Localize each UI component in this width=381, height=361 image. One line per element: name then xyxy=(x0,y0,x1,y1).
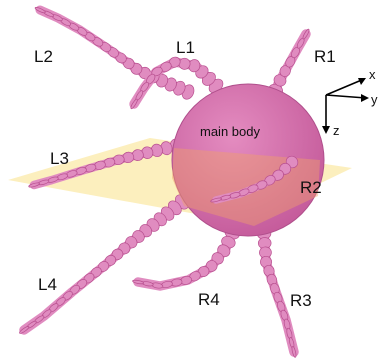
y-axis-label: y xyxy=(371,92,378,107)
z-axis-label: z xyxy=(333,123,340,138)
leg-label-L1: L1 xyxy=(176,38,195,57)
y-axis-arrow xyxy=(326,95,366,98)
leg-label-R3: R3 xyxy=(290,291,312,310)
leg-label-R2: R2 xyxy=(300,178,322,197)
main-body-label: main body xyxy=(200,124,260,139)
leg-label-R4: R4 xyxy=(198,290,220,309)
z-arrowhead-icon xyxy=(322,126,330,134)
leg-L2 xyxy=(34,6,196,101)
x-axis-label: x xyxy=(369,67,376,82)
coordinate-axes xyxy=(322,78,369,134)
y-arrowhead-icon xyxy=(361,94,369,102)
leg-L4 xyxy=(19,192,192,334)
leg-label-L2: L2 xyxy=(34,47,53,66)
leg-label-L4: L4 xyxy=(38,275,57,294)
leg-label-R1: R1 xyxy=(314,47,336,66)
leg-label-L3: L3 xyxy=(50,149,69,168)
x-axis-arrow xyxy=(326,79,364,95)
